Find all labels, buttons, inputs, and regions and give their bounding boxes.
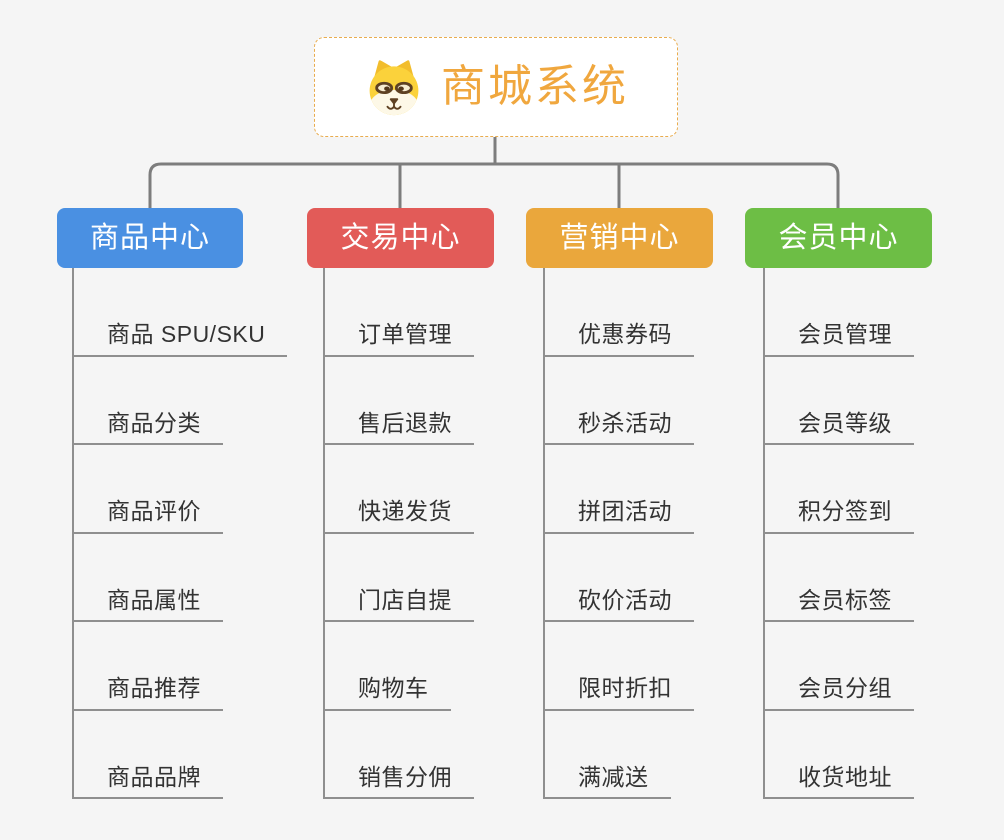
leaf-topic[interactable]: 销售分佣 bbox=[325, 764, 474, 799]
leaf-topic[interactable]: 积分签到 bbox=[765, 498, 914, 534]
leaf-topic[interactable]: 砍价活动 bbox=[545, 587, 694, 622]
leaf-topic[interactable]: 商品属性 bbox=[74, 587, 223, 622]
branch-items-trade-center: 订单管理售后退款快递发货门店自提购物车销售分佣 bbox=[323, 268, 474, 799]
branch-items-marketing-center: 优惠券码秒杀活动拼团活动砍价活动限时折扣满减送 bbox=[543, 268, 694, 799]
leaf-topic[interactable]: 购物车 bbox=[325, 675, 451, 711]
leaf-topic[interactable]: 会员分组 bbox=[765, 675, 914, 711]
leaf-topic[interactable]: 限时折扣 bbox=[545, 675, 694, 711]
leaf-topic[interactable]: 门店自提 bbox=[325, 587, 474, 622]
branch-header-marketing-center[interactable]: 营销中心 bbox=[526, 208, 713, 268]
leaf-topic[interactable]: 商品 SPU/SKU bbox=[74, 321, 288, 357]
leaf-topic[interactable]: 满减送 bbox=[545, 764, 671, 799]
leaf-topic[interactable]: 收货地址 bbox=[765, 764, 914, 799]
leaf-topic[interactable]: 会员管理 bbox=[765, 321, 914, 357]
root-title: 商城系统 bbox=[441, 62, 629, 111]
branch-header-product-center[interactable]: 商品中心 bbox=[57, 208, 243, 268]
shiba-dog-icon bbox=[369, 60, 419, 116]
leaf-topic[interactable]: 订单管理 bbox=[325, 321, 474, 357]
branch-items-product-center: 商品 SPU/SKU 商品分类商品评价商品属性商品推荐商品品牌 bbox=[72, 268, 288, 799]
branch-items-member-center: 会员管理会员等级积分签到会员标签会员分组收货地址 bbox=[763, 268, 914, 799]
leaf-topic[interactable]: 会员等级 bbox=[765, 410, 914, 445]
branch-header-trade-center[interactable]: 交易中心 bbox=[307, 208, 494, 268]
leaf-topic[interactable]: 商品推荐 bbox=[74, 675, 223, 711]
leaf-topic[interactable]: 售后退款 bbox=[325, 410, 474, 445]
root-node[interactable]: 商城系统 bbox=[314, 37, 678, 137]
leaf-topic[interactable]: 快递发货 bbox=[325, 498, 474, 534]
leaf-topic[interactable]: 商品分类 bbox=[74, 410, 223, 445]
leaf-topic[interactable]: 会员标签 bbox=[765, 587, 914, 622]
leaf-topic[interactable]: 优惠券码 bbox=[545, 321, 694, 357]
leaf-topic[interactable]: 商品评价 bbox=[74, 498, 223, 534]
leaf-topic[interactable]: 秒杀活动 bbox=[545, 410, 694, 445]
leaf-topic[interactable]: 拼团活动 bbox=[545, 498, 694, 534]
leaf-topic[interactable]: 商品品牌 bbox=[74, 764, 223, 799]
branch-header-member-center[interactable]: 会员中心 bbox=[745, 208, 932, 268]
